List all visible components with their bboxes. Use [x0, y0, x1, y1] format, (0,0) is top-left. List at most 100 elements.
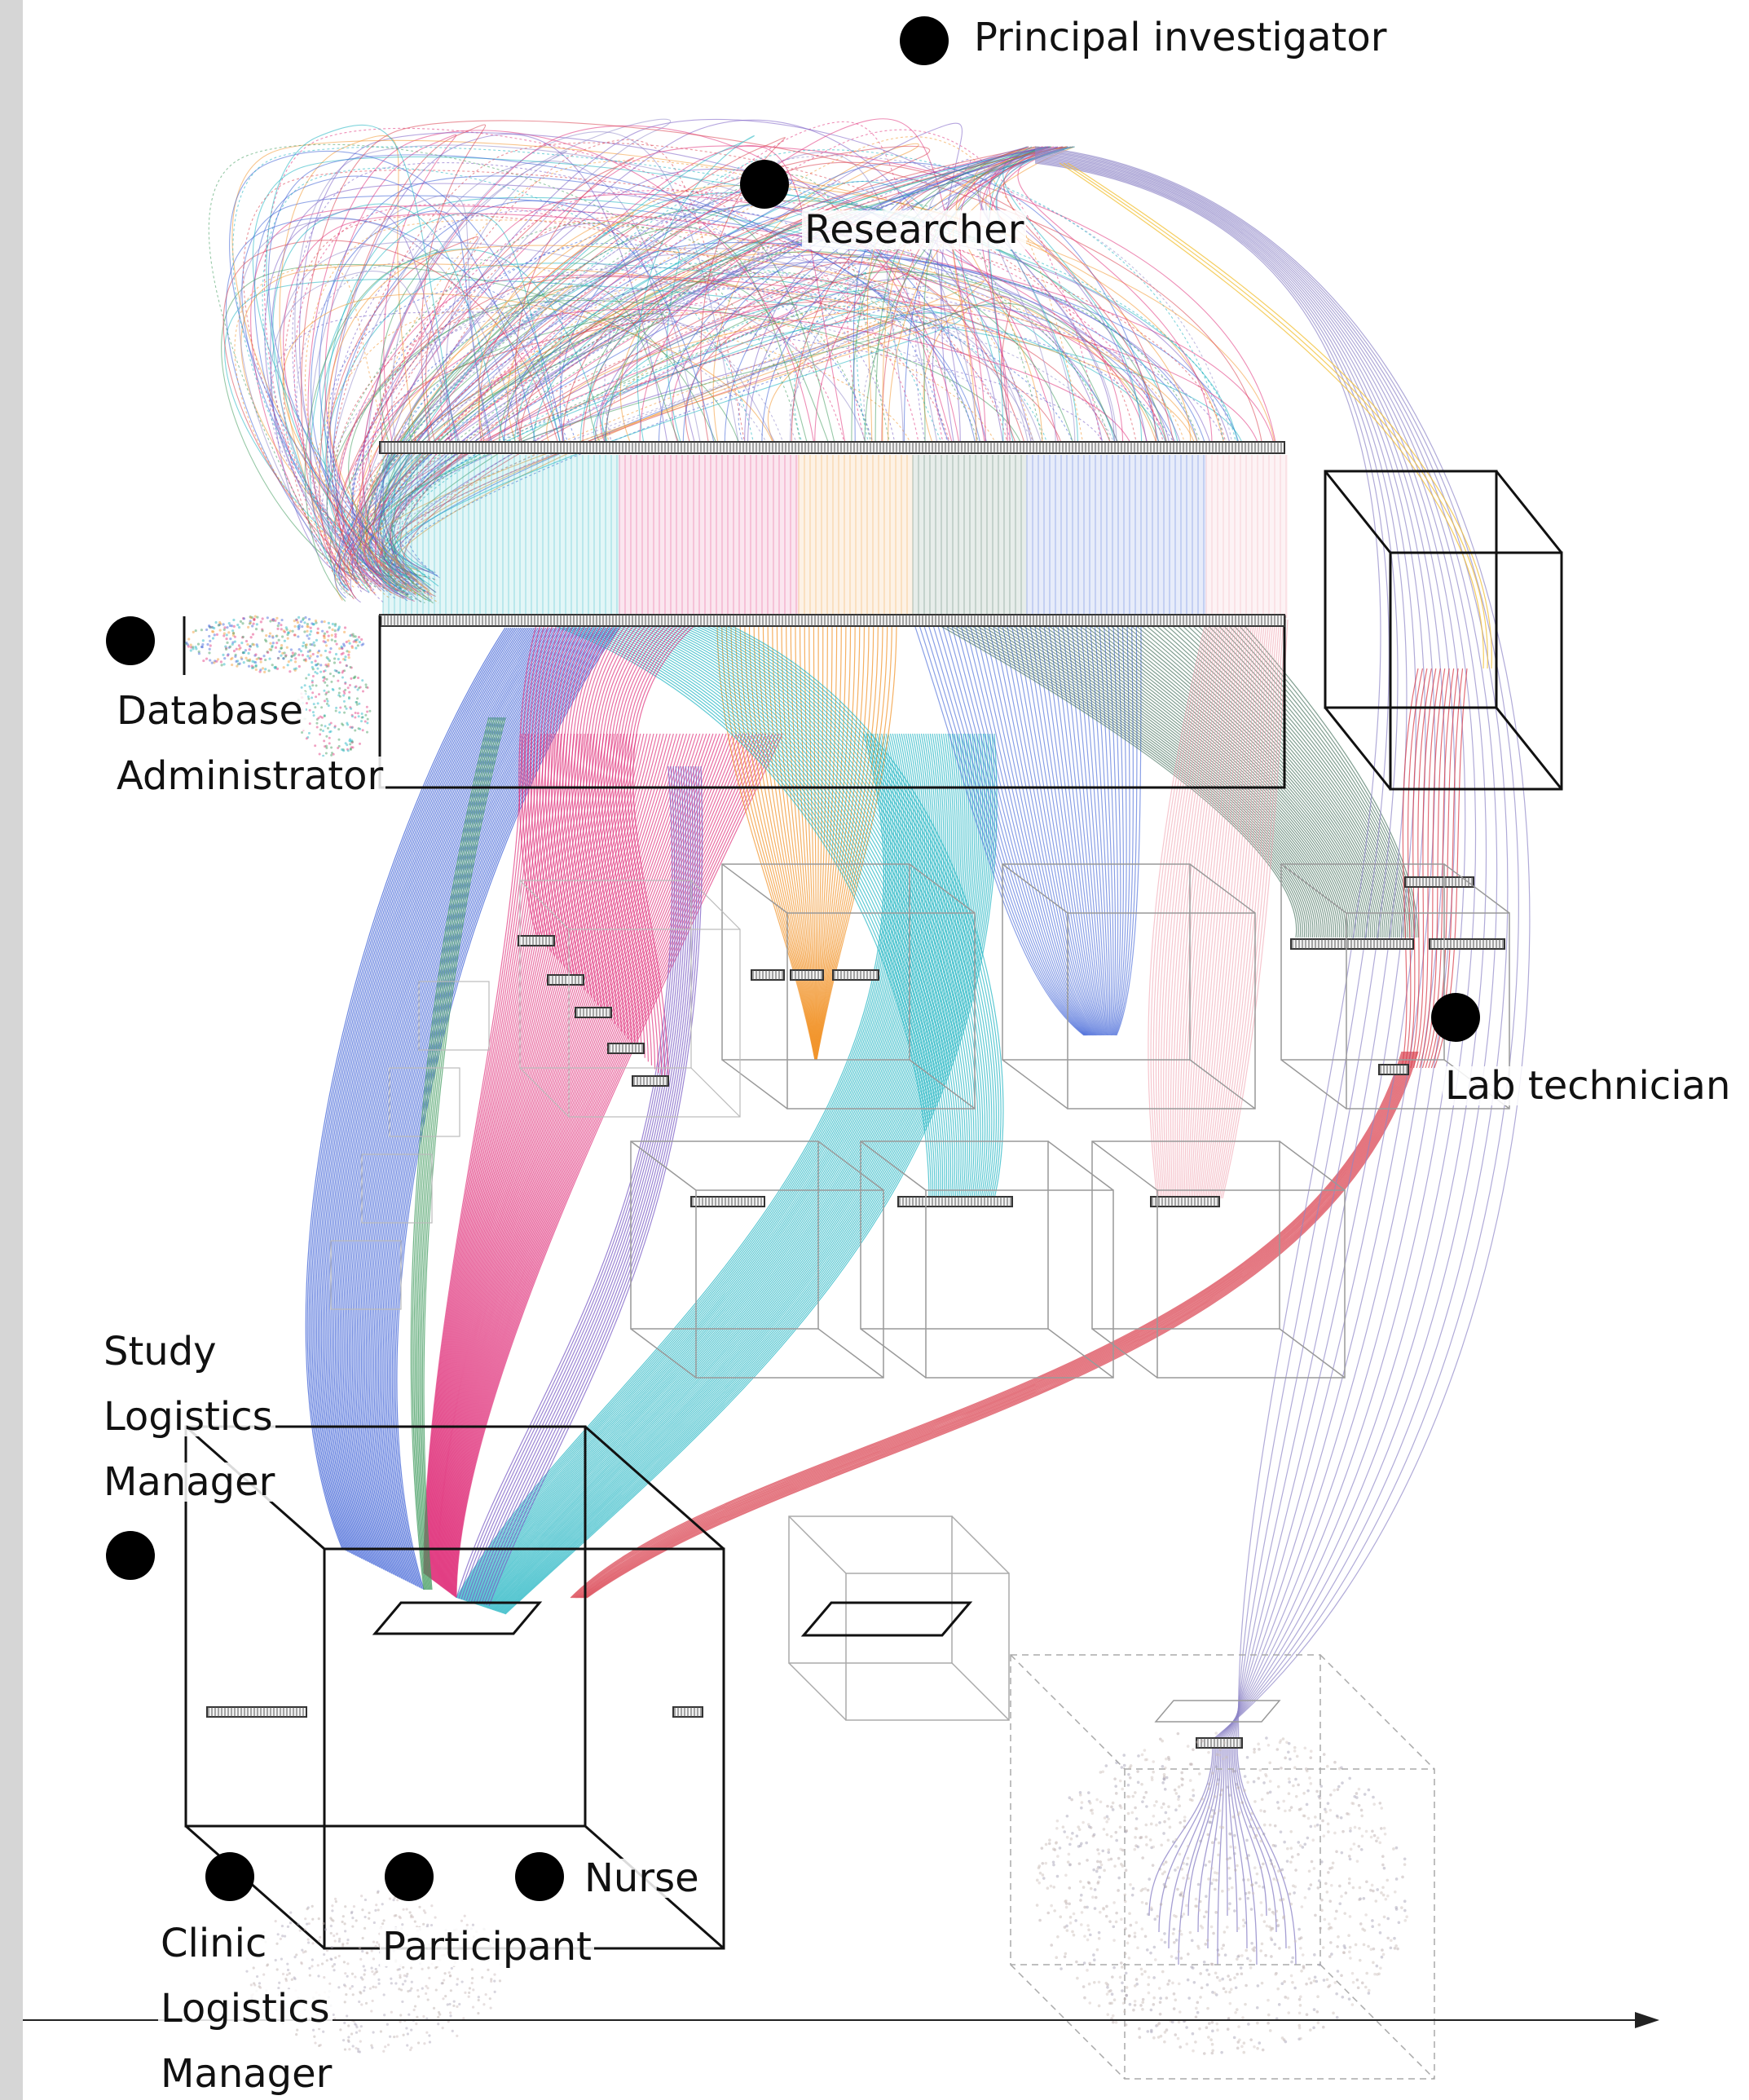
- biobank-cloud-point: [1302, 1814, 1306, 1818]
- biobank-cloud-point: [1105, 1904, 1108, 1908]
- biobank-cloud-point: [1192, 1789, 1195, 1792]
- database-cloud-point: [210, 661, 214, 664]
- biobank-cloud-point: [1068, 1886, 1072, 1890]
- biobank-cloud-point: [1077, 1828, 1082, 1832]
- database-cloud-point: [196, 642, 200, 646]
- participant-cloud-point: [456, 2005, 459, 2009]
- steps-cube: [519, 880, 741, 1118]
- participant-cloud-point: [375, 1970, 379, 1974]
- biobank-cloud-point: [1333, 1981, 1337, 1984]
- database-cloud-2-point: [366, 730, 369, 734]
- participant-cloud-point: [399, 2014, 403, 2017]
- participant-cloud-point: [468, 1991, 471, 1995]
- biobank-cloud-point: [1321, 1946, 1325, 1949]
- participant-cloud-point: [366, 1952, 369, 1955]
- participant-cloud-point: [401, 1923, 404, 1926]
- database-cloud-point: [189, 646, 193, 649]
- participant-cloud-point: [374, 1944, 377, 1948]
- biobank-cloud-point: [1228, 1978, 1232, 1982]
- mini-task-bar: [575, 1007, 612, 1018]
- biobank-cloud-point: [1289, 1829, 1293, 1833]
- participant-cloud-point: [370, 1949, 373, 1952]
- biobank-cloud-point: [1080, 1842, 1083, 1846]
- pink-steps-bundle-line: [585, 619, 635, 1025]
- biobank-cloud-point: [1112, 1925, 1116, 1929]
- database-cloud-2-point: [350, 746, 353, 749]
- participant-cloud-point: [481, 1976, 484, 1979]
- biobank-cloud-point: [1096, 1882, 1100, 1885]
- biobank-cloud-point: [1279, 1898, 1282, 1902]
- database-cloud-point: [271, 619, 275, 623]
- color-band: [383, 455, 619, 618]
- researcher-arc: [272, 203, 505, 593]
- biobank-cloud-point: [1052, 1847, 1055, 1851]
- blue-bundle-line: [358, 627, 572, 1573]
- participant-cloud-point: [342, 1961, 346, 1964]
- participant-cloud-point: [317, 1974, 320, 1978]
- database-cloud-point: [281, 651, 284, 655]
- database-cloud-point: [210, 625, 214, 629]
- biobank-cloud-point: [1092, 1868, 1095, 1872]
- biobank-cloud-point: [1121, 1787, 1125, 1791]
- biobank-cloud-point: [1275, 1801, 1280, 1804]
- database-cloud-point: [242, 661, 245, 664]
- database-cloud-point: [274, 619, 277, 622]
- participant-cloud-point: [446, 2003, 449, 2006]
- hub-cube-edge: [584, 1425, 725, 1551]
- biobank-cloud-point: [1274, 1844, 1277, 1848]
- teal-mid-bundle-line: [619, 619, 962, 1199]
- database-cloud-point: [271, 644, 274, 647]
- steps-cube-edge: [690, 1067, 741, 1118]
- biobank-cloud-point: [1134, 1836, 1137, 1839]
- participant-cloud-point: [425, 1984, 428, 1988]
- biobank-cloud-point: [1340, 1766, 1343, 1770]
- biobank-cloud-point: [1111, 1808, 1115, 1811]
- database-cloud-point: [211, 637, 215, 640]
- database-cloud-point: [252, 622, 255, 625]
- participant-cloud-point: [361, 1908, 364, 1912]
- database-cloud-2-point: [355, 700, 358, 704]
- biobank-fan: [1168, 1745, 1217, 1949]
- lower-cube-2: [860, 1140, 1114, 1379]
- database-cloud-point: [231, 633, 236, 637]
- biobank-cloud-point: [1146, 2030, 1150, 2033]
- database-cloud-point: [273, 666, 276, 669]
- biobank-cloud-point: [1349, 1957, 1352, 1960]
- database-cloud-2-point: [354, 686, 357, 689]
- database-cloud-point: [331, 628, 334, 631]
- lower-cube-1-front: [630, 1140, 819, 1330]
- biobank-cloud-point: [1250, 1941, 1253, 1945]
- biobank-cloud-point: [1097, 2004, 1101, 2008]
- biobank-cloud-point: [1133, 1984, 1137, 1988]
- database-cloud-point: [234, 655, 237, 658]
- biobank-cloud-point: [1223, 1930, 1227, 1934]
- participant-cloud-point: [358, 1946, 362, 1949]
- database-cloud-point: [316, 631, 319, 634]
- researcher-arc: [393, 271, 1161, 578]
- biobank-cloud-point: [1299, 1946, 1302, 1950]
- participant-cloud-point: [286, 1962, 289, 1965]
- participant-cloud-point: [377, 1908, 380, 1912]
- biobank-cloud-point: [1405, 1915, 1408, 1919]
- database-cloud-2-point: [316, 667, 319, 670]
- participant-cloud-point: [319, 1935, 322, 1939]
- participant-cloud-point: [441, 2027, 444, 2030]
- participant-cloud-point: [351, 2045, 355, 2048]
- database-cloud-point: [246, 642, 249, 646]
- pink-bundle-line: [453, 733, 767, 1597]
- database-cloud-2-point: [328, 723, 331, 726]
- biobank-cloud-point: [1336, 1788, 1340, 1791]
- teal-bundle-line: [463, 733, 901, 1601]
- pink-bundle-line: [435, 733, 619, 1583]
- database-cloud-2-point: [311, 711, 315, 714]
- teal-mid-bundle-line: [584, 619, 948, 1199]
- biobank-cloud-point: [1286, 1846, 1289, 1851]
- biobank-cloud-point: [1372, 1889, 1375, 1893]
- biobank-cloud-point: [1137, 1754, 1140, 1758]
- biobank-cloud-point: [1117, 1856, 1121, 1860]
- database-cloud-point: [307, 618, 311, 621]
- researcher-arc: [282, 293, 774, 595]
- database-cloud-point: [324, 644, 328, 647]
- mini-task-bar-body: [1196, 1737, 1243, 1749]
- database-cloud-point: [343, 626, 347, 629]
